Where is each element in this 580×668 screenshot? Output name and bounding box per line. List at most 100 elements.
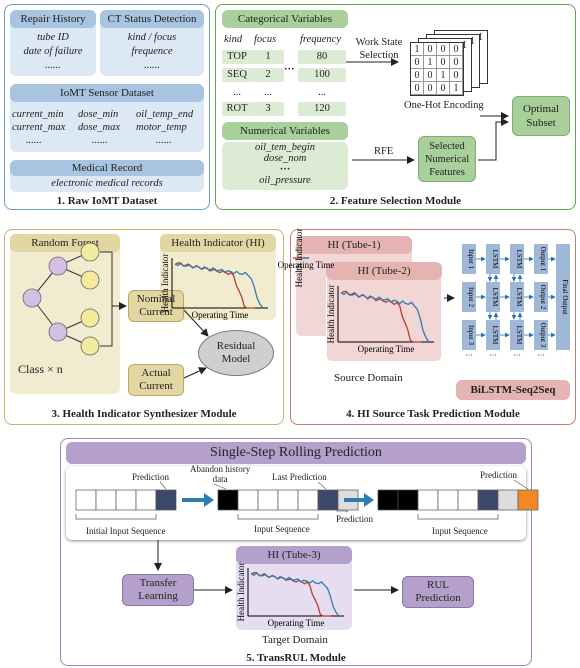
input-block [462, 320, 476, 350]
row-dots: ··· [284, 64, 295, 75]
input-label: Input 3 [467, 325, 475, 346]
residual-model-ellipse: Residual Model [198, 330, 274, 376]
sensor-item: dose_min [78, 109, 119, 120]
bilstm-dots: ··· [489, 351, 497, 360]
one-hot-cell: 0 [437, 43, 450, 56]
lstm-block [486, 282, 500, 312]
arrow-actual-to-residual [183, 367, 207, 379]
lstm-block [486, 320, 500, 350]
one-hot-cell: 0 [450, 43, 463, 56]
cat-cell: 120 [298, 102, 346, 116]
output-block [534, 282, 548, 312]
leader-line [317, 481, 327, 490]
cat-cell: 1 [252, 50, 284, 64]
final-output-block [556, 244, 570, 350]
output-label: Output 2 [539, 285, 547, 310]
transfer-learning-box: Transfer Learning [122, 574, 194, 606]
medical-item: electronic medical records [51, 178, 163, 189]
arrow-selected-to-optimal [478, 118, 509, 161]
tree-bracket [100, 251, 113, 347]
random-forest-tree [22, 242, 113, 356]
one-hot-cell: 1 [424, 56, 437, 69]
sequence-brace [75, 514, 157, 520]
sequence-cell [75, 489, 97, 511]
cat-cell: ... [318, 87, 326, 98]
leader-line [159, 481, 167, 490]
input-label: Input 2 [467, 287, 475, 308]
ct-status-title: CT Status Detection [100, 10, 204, 28]
cat-cell: ... [264, 87, 272, 98]
output-label: Output 1 [539, 247, 547, 272]
bilstm-dots: ··· [537, 351, 545, 360]
cat-cell: 80 [298, 50, 346, 64]
sequence-cell [277, 489, 299, 511]
repair-history-title: Repair History [10, 10, 96, 28]
hi-curve-blue [340, 291, 430, 343]
cat-cell: 100 [298, 68, 346, 82]
repair-item: ...... [45, 60, 61, 71]
target-domain-label: Target Domain [262, 634, 328, 646]
one-hot-cell: 1 [437, 69, 450, 82]
output-block [534, 244, 548, 274]
medical-record-title: Medical Record [10, 160, 204, 176]
cat-cell: TOP [222, 50, 252, 64]
tube2-plot-y-label: Health Indicator [326, 285, 336, 344]
tree-node [80, 336, 100, 356]
prediction-label-3: Prediction [480, 470, 517, 480]
sequence-cell [457, 489, 479, 511]
his-caption: 3. Health Indicator Synthesizer Module [51, 408, 237, 420]
ct-item: ...... [144, 60, 160, 71]
sensor-item: current_min [12, 109, 64, 120]
lstm-block [510, 282, 524, 312]
selected-features-box: Selected Numerical Features [418, 136, 476, 182]
hi-plot-x-label: Operating Time [192, 310, 249, 320]
col-header-focus: focus [254, 34, 277, 45]
cat-cell: 2 [252, 68, 284, 82]
input-seq-label-1: Input Sequence [254, 524, 310, 534]
one-hot-cell: 0 [411, 56, 424, 69]
lstm-block [510, 320, 524, 350]
sequence-cell [477, 489, 499, 511]
class-label: Class × n [18, 362, 63, 376]
numerical-title: Numerical Variables [222, 122, 348, 140]
sensor-item: dose_max [78, 122, 120, 133]
num-item: dose_nom [263, 153, 307, 164]
sequence-cell [297, 489, 319, 511]
initial-seq-label: Initial Input Sequence [86, 526, 166, 536]
lstm-block [510, 244, 524, 274]
tree-node [80, 308, 100, 328]
abandon-label: Abandon history data [190, 464, 251, 484]
one-hot-cell: 1 [470, 36, 475, 47]
hist-caption: 4. HI Source Task Prediction Module [346, 408, 520, 420]
input-block [462, 244, 476, 274]
sequence-cell [317, 489, 339, 511]
sequence-cell [437, 489, 459, 511]
sequence-cell [135, 489, 157, 511]
lstm-label: LSTM [491, 288, 499, 307]
ct-status-box: CT Status Detection kind / focus frequen… [100, 10, 204, 76]
one-hot-label: One-Hot Encoding [404, 100, 484, 111]
lstm-block [486, 244, 500, 274]
rolling-arrow-head [204, 493, 214, 507]
sensor-dataset-box: IoMT Sensor Dataset [10, 84, 204, 152]
sequence-cell [497, 489, 519, 511]
sequence-cell [397, 489, 419, 511]
raw-caption: 1. Raw IoMT Dataset [56, 195, 158, 207]
sensor-item: ...... [156, 135, 172, 146]
tree-node [22, 288, 42, 308]
source-domain-label: Source Domain [334, 372, 403, 384]
tube2-title: HI (Tube-2) [326, 262, 442, 280]
tree-node [80, 242, 100, 262]
optimal-subset-box: Optimal Subset [512, 96, 570, 136]
sequence-brace [417, 514, 499, 520]
one-hot-cell: 0 [424, 43, 437, 56]
tube1-plot-x-label: Operating Time [278, 260, 335, 270]
sequence-cell [377, 489, 399, 511]
sensor-item: motor_temp [136, 122, 187, 133]
rul-prediction-box: RUL Prediction [402, 576, 474, 608]
lstm-label: LSTM [491, 326, 499, 345]
input-block [462, 282, 476, 312]
